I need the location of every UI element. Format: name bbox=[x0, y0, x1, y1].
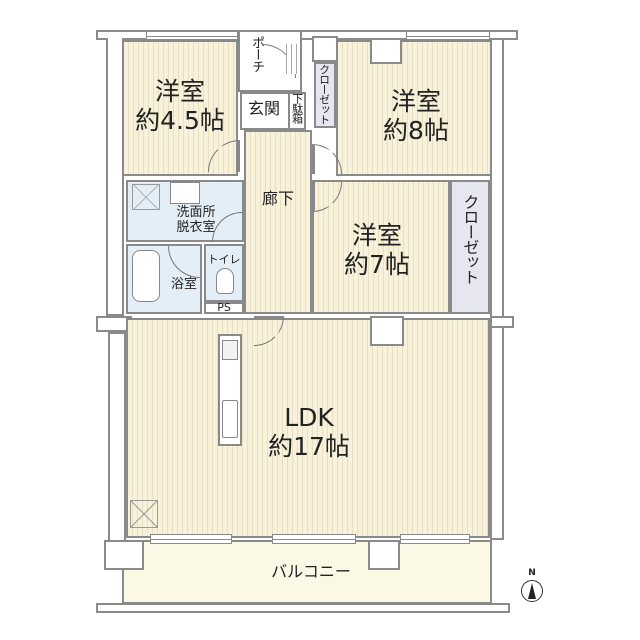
room-western-8[interactable] bbox=[336, 40, 492, 176]
pipe-space-label: PS bbox=[217, 301, 231, 314]
washroom-label-line1: 洗面所 bbox=[176, 205, 216, 220]
toilet[interactable] bbox=[204, 244, 244, 302]
room-name: 洋室 bbox=[154, 77, 205, 106]
window-ldk-mid bbox=[272, 534, 356, 544]
room-western-8-label: 洋室 約8帖 bbox=[356, 87, 476, 146]
balcony-pillar-mid bbox=[368, 540, 400, 570]
meter-box bbox=[312, 36, 338, 62]
entrance-label: 玄関 bbox=[247, 99, 280, 118]
washroom-label: 洗面所 脱衣室 bbox=[156, 205, 236, 236]
closet-right[interactable] bbox=[450, 180, 490, 314]
window-room-8 bbox=[406, 31, 490, 40]
hallway[interactable] bbox=[244, 130, 312, 314]
room-ldk[interactable] bbox=[126, 318, 490, 538]
balcony-rail bbox=[96, 603, 510, 613]
washing-machine-pan-icon bbox=[132, 184, 160, 210]
room-8-notch bbox=[370, 38, 402, 64]
bathroom-label: 浴室 bbox=[170, 277, 197, 292]
room-western-7-label: 洋室 約7帖 bbox=[322, 221, 432, 280]
closet-top-label: クローゼット bbox=[317, 64, 331, 124]
room-size: 約17帖 bbox=[268, 431, 350, 461]
ldk-label: LDK 約17帖 bbox=[254, 403, 364, 462]
washroom-label-line2: 脱衣室 bbox=[176, 219, 216, 235]
room-name: 洋室 bbox=[351, 221, 402, 250]
room-western-4.5-label: 洋室 約4.5帖 bbox=[122, 77, 238, 136]
room-size: 約7帖 bbox=[344, 249, 410, 279]
wash-basin-icon bbox=[170, 182, 200, 204]
sink-icon bbox=[222, 400, 238, 438]
ldk-pillar-notch bbox=[370, 316, 404, 346]
stove-icon bbox=[222, 340, 238, 360]
pipe-space bbox=[204, 302, 244, 314]
outer-wall-left-lower bbox=[108, 332, 126, 546]
room-name: LDK bbox=[284, 403, 334, 432]
toilet-bowl-icon bbox=[216, 268, 234, 294]
bathtub-icon bbox=[132, 250, 160, 302]
balcony-pillar-left bbox=[104, 540, 144, 570]
closet-top[interactable] bbox=[314, 62, 336, 128]
toilet-label: トイレ bbox=[207, 253, 241, 266]
room-size: 約8帖 bbox=[383, 115, 449, 145]
closet-right-label: クローゼット bbox=[460, 194, 480, 284]
outer-wall-top bbox=[96, 30, 518, 40]
room-western-7[interactable] bbox=[312, 180, 450, 314]
compass-north-label: N bbox=[528, 568, 536, 578]
porch-steps bbox=[286, 44, 300, 74]
window-ldk-right bbox=[400, 534, 470, 544]
wall-jut-right bbox=[490, 316, 514, 328]
hallway-label: 廊下 bbox=[261, 189, 294, 208]
room-size: 約4.5帖 bbox=[135, 105, 225, 135]
room-name: 洋室 bbox=[390, 87, 441, 116]
outer-wall-right bbox=[490, 38, 504, 318]
shoe-box-label: 下駄箱 bbox=[290, 93, 304, 123]
balcony-label: バルコニー bbox=[271, 562, 351, 581]
shoe-box bbox=[288, 92, 306, 130]
window-room-4.5 bbox=[146, 31, 238, 40]
floor-hatch-icon bbox=[130, 500, 158, 528]
porch-label: ポーチ bbox=[248, 36, 264, 72]
outer-wall-right-lower bbox=[490, 316, 504, 540]
outer-wall-left-upper bbox=[106, 38, 124, 316]
window-ldk-left bbox=[150, 534, 232, 544]
north-compass-icon bbox=[521, 580, 543, 602]
compass-needle bbox=[528, 583, 536, 599]
